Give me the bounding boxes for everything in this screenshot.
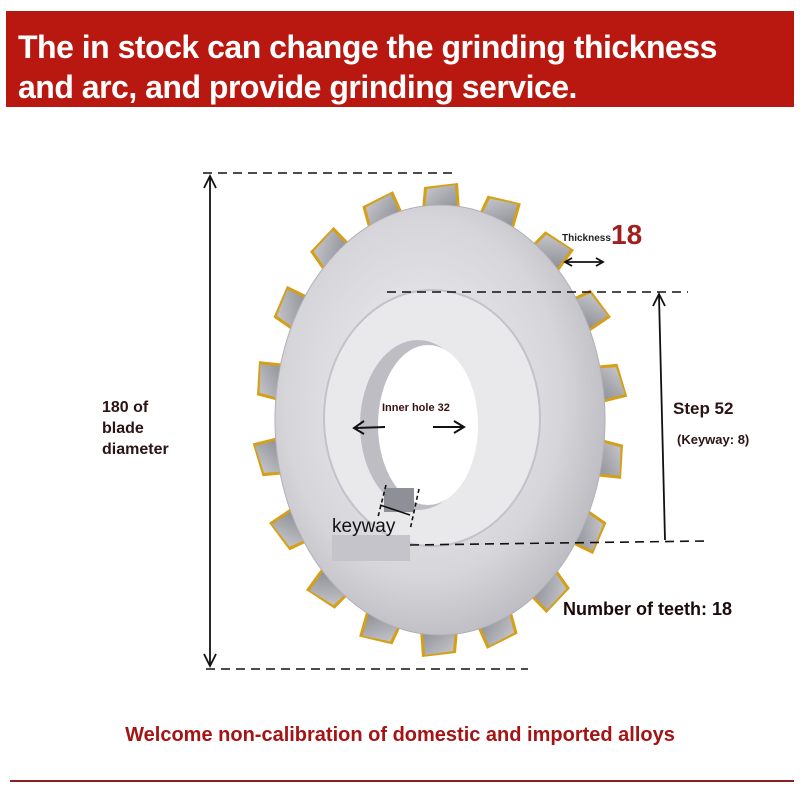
banner-line-2: and arc, and provide grinding service. xyxy=(18,69,577,105)
banner-line-1: The in stock can change the grinding thi… xyxy=(18,29,717,65)
thickness-label: Thickness xyxy=(562,233,611,244)
tooth xyxy=(310,226,354,272)
tooth xyxy=(420,629,458,657)
footer-tagline: Welcome non-calibration of domestic and … xyxy=(125,724,675,746)
blade-diameter-label: 180 of blade diameter xyxy=(102,399,169,458)
keyway-spec-label: (Keyway: 8) xyxy=(677,432,750,447)
tooth xyxy=(568,289,611,333)
teeth-count-label: Number of teeth: 18 xyxy=(563,599,733,619)
tooth xyxy=(528,231,574,273)
inner-hole-label: Inner hole 32 xyxy=(382,402,450,414)
tooth xyxy=(526,568,570,614)
thickness-value: 18 xyxy=(611,219,643,250)
saw-blade xyxy=(252,183,628,657)
step-label: Step 52 xyxy=(673,399,734,418)
tooth xyxy=(273,285,313,332)
dimension-lines xyxy=(203,172,706,670)
tooth xyxy=(306,567,352,609)
banner-headline: The in stock can change the grinding thi… xyxy=(18,27,788,107)
tooth xyxy=(269,507,312,551)
tooth xyxy=(477,195,521,231)
keyway-label: keyway xyxy=(332,516,396,537)
tooth xyxy=(422,183,460,211)
header-banner: The in stock can change the grinding thi… xyxy=(6,11,794,107)
tooth xyxy=(359,609,403,645)
footer-divider xyxy=(10,780,794,782)
